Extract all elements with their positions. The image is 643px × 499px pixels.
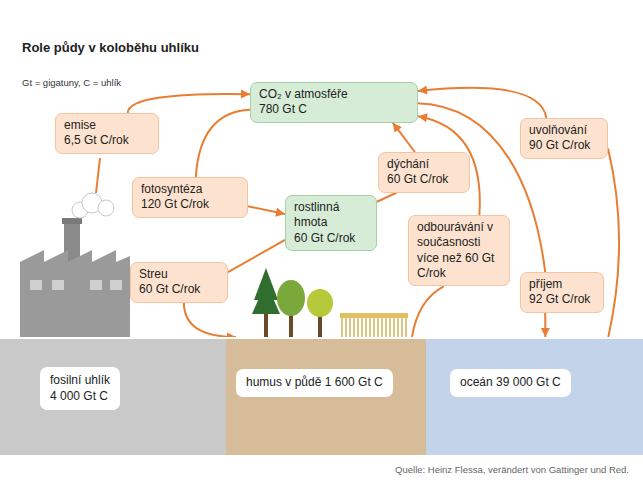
node-value: 60 Gt C/rok (387, 172, 461, 187)
label-patch: oceán 39 000 Gt C (450, 369, 571, 397)
flux-box: příjem92 Gt C/rok (520, 272, 604, 313)
node-heading: oceán 39 000 Gt C (460, 375, 561, 391)
label-patch: humus v půdě 1 600 Gt C (236, 369, 393, 397)
flow-arrow (228, 240, 285, 272)
flow-arrow (608, 149, 619, 337)
smoke-line (96, 158, 100, 193)
unit-note: Gt = gigatuny, C = uhlík (22, 77, 121, 88)
node-value: 4 000 Gt C (50, 389, 110, 405)
flow-arrow (184, 303, 236, 342)
trees (252, 268, 333, 337)
reservoir-band: fosilní uhlík4 000 Gt C (0, 337, 226, 455)
node-heading: dýchání (387, 157, 461, 172)
flux-box: odbourávání v současnosti více než 60 Gt… (408, 215, 510, 286)
smoke (72, 193, 114, 218)
node-value: 90 Gt C/rok (529, 138, 599, 153)
flux-box: Streu60 Gt C/rok (130, 262, 228, 303)
reservoir-band: humus v půdě 1 600 Gt C (226, 337, 426, 455)
flux-box: fotosyntéza120 Gt C/rok (132, 177, 248, 218)
flow-arrow (418, 86, 546, 118)
node-heading: příjem (529, 277, 595, 292)
flow-arrow (377, 193, 396, 202)
node-heading: emise (64, 118, 150, 133)
node-heading: fotosyntéza (141, 182, 239, 197)
flow-arrow (541, 313, 550, 337)
atmosphere-box: CO₂ v atmosféře780 Gt C (250, 82, 418, 123)
flux-box: uvolňování90 Gt C/rok (520, 118, 608, 159)
node-heading: rostlinná hmota (294, 200, 368, 231)
factory (20, 218, 130, 338)
node-heading: odbourávání v současnosti více než 60 Gt… (417, 220, 501, 281)
wheat-field (340, 313, 408, 337)
node-value: 6,5 Gt C/rok (64, 133, 150, 148)
node-value: 92 Gt C/rok (529, 292, 595, 307)
reservoir-band: oceán 39 000 Gt C (426, 337, 643, 455)
flow-arrow (196, 110, 250, 177)
flow-arrow (248, 206, 285, 216)
node-heading: fosilní uhlík (50, 373, 110, 389)
flux-box: emise6,5 Gt C/rok (55, 113, 159, 154)
node-heading: uvolňování (529, 123, 599, 138)
node-heading: CO₂ v atmosféře (259, 87, 409, 102)
biomass-box: rostlinná hmota60 Gt C/rok (285, 195, 377, 251)
flow-arrow (393, 123, 415, 152)
node-value: 120 Gt C/rok (141, 197, 239, 212)
node-value: 60 Gt C/rok (139, 282, 219, 297)
node-heading: Streu (139, 267, 219, 282)
label-patch: fosilní uhlík4 000 Gt C (40, 367, 120, 410)
node-value: 60 Gt C/rok (294, 231, 368, 246)
node-value: 780 Gt C (259, 102, 409, 117)
node-heading: humus v půdě 1 600 Gt C (246, 375, 383, 391)
flow-arrow (412, 286, 444, 337)
flux-box: dýchání60 Gt C/rok (378, 152, 470, 193)
source-caption: Quelle: Heinz Flessa, verändert von Gatt… (395, 464, 629, 475)
flow-arrow (128, 90, 250, 113)
diagram-title: Role půdy v koloběhu uhlíku (22, 40, 199, 55)
